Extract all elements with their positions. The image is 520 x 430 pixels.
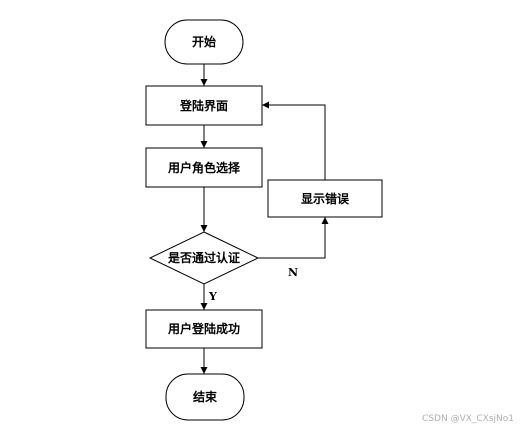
- role-select-label: 用户角色选择: [167, 160, 241, 175]
- edge-label-yes: Y: [208, 290, 217, 303]
- show-error-node: 显示错误: [267, 179, 383, 218]
- watermark: CSDN @VX_CXsjNo1: [422, 414, 514, 424]
- auth-decision-label: 是否通过认证: [167, 250, 240, 265]
- edge-label-no: N: [288, 266, 298, 279]
- login-success-node: 用户登陆成功: [145, 309, 263, 349]
- auth-decision-node: 是否通过认证: [148, 231, 260, 285]
- end-node: 结束: [165, 373, 245, 421]
- start-label: 开始: [192, 34, 216, 49]
- role-select-node: 用户角色选择: [145, 147, 263, 188]
- edge-error-to-login: [262, 101, 326, 180]
- start-node: 开始: [164, 19, 244, 65]
- edge-decision-no-to-error: [258, 217, 329, 259]
- login-page-node: 登陆界面: [145, 85, 263, 126]
- show-error-label: 显示错误: [301, 191, 350, 206]
- end-label: 结束: [193, 389, 218, 404]
- login-page-label: 登陆界面: [179, 98, 228, 113]
- login-success-label: 用户登陆成功: [167, 321, 240, 336]
